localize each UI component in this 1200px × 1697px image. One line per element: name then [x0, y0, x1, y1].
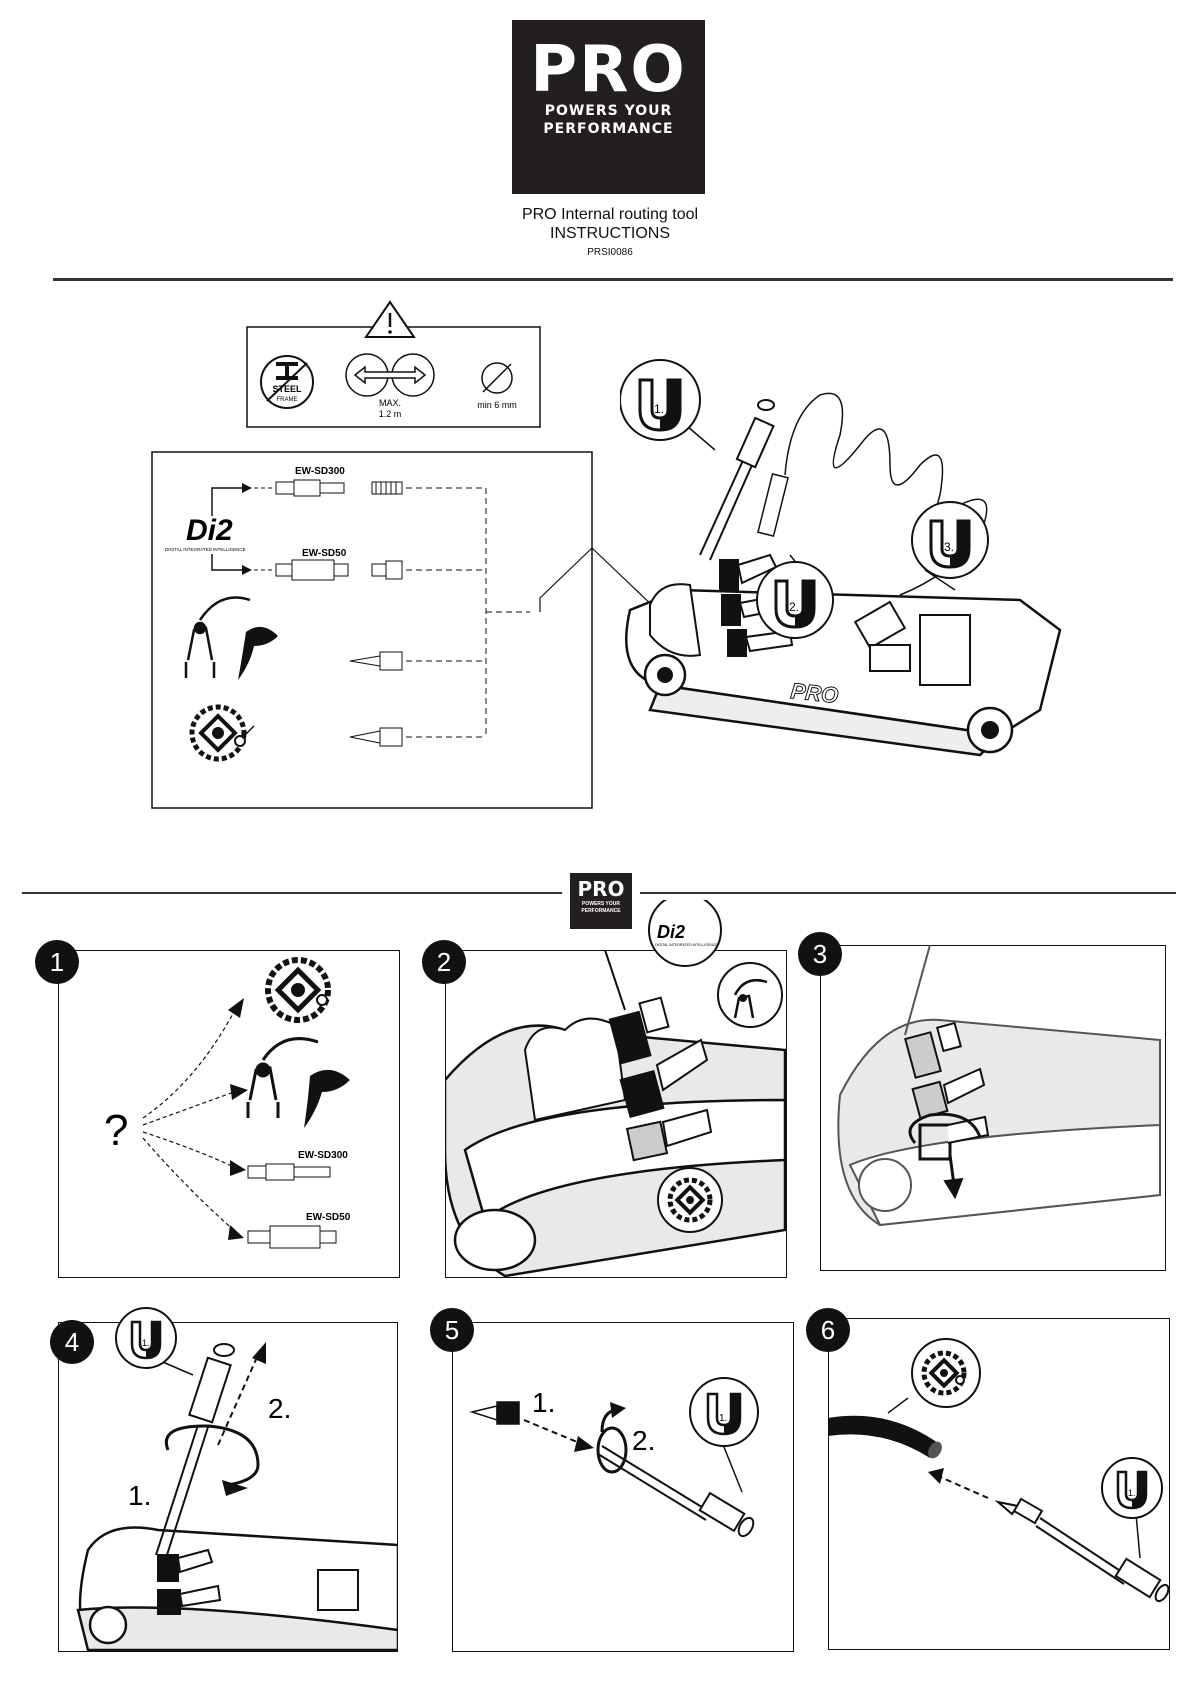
- step-1-rotor-icon: [265, 957, 331, 1023]
- warning-triangle-icon: [364, 300, 416, 338]
- step-6-rotor-callout: [887, 1338, 981, 1414]
- step-5-panel: [452, 1322, 794, 1652]
- svg-text:Di2: Di2: [186, 514, 233, 547]
- magnet-callout-1: 1.: [620, 359, 716, 451]
- question-mark: ?: [104, 1106, 128, 1155]
- step-3-illustration: [837, 945, 1161, 1227]
- magnet-label-1: 1.: [654, 402, 664, 416]
- step-6-rod: [994, 1497, 1170, 1603]
- step-1-sd50-label: EW-SD50: [306, 1212, 351, 1223]
- step-5-arrow-2: 2.: [632, 1425, 655, 1456]
- step-4-arrow-1: 1.: [128, 1480, 151, 1511]
- step-4-illustration: 1. 2. 1.: [76, 1307, 398, 1652]
- step-4-rod: [155, 1343, 235, 1559]
- magnet-callout-3: 3.: [911, 501, 989, 591]
- step-5-arrow-1: 1.: [532, 1387, 555, 1418]
- step-1-badge: 1: [35, 940, 79, 984]
- magnet-label-2: 2.: [789, 600, 799, 614]
- tip-brake-cable: [349, 651, 403, 671]
- step-1-panel: [58, 950, 400, 1278]
- sd50-label: EW-SD50: [302, 548, 347, 559]
- di2-logo: Di2 DIGITAL INTEGRATED INTELLIGENCE: [165, 514, 246, 552]
- step-1-brake-icon: [246, 1037, 319, 1118]
- step-2-di2-callout: Di2 DIGITAL INTEGRATED INTELLIGENCE: [648, 900, 722, 967]
- step-4-magnet-callout: 1.: [115, 1307, 194, 1376]
- sd50-connector: [275, 559, 349, 581]
- tip-connector-1: [371, 481, 403, 495]
- pro-logo: PRO POWERS YOUR PERFORMANCE: [512, 20, 705, 194]
- min-diameter-label: min 6 mm: [477, 400, 517, 410]
- document-title-block: PRO Internal routing tool INSTRUCTIONS P…: [400, 205, 820, 262]
- magnet-label-3: 3.: [944, 540, 954, 554]
- svg-text:Di2: Di2: [657, 922, 685, 942]
- document-subtitle: INSTRUCTIONS: [550, 225, 670, 242]
- step-5-illustration: 1. 2. 1.: [469, 1377, 759, 1538]
- no-steel-frame-icon: STEEL FRAME: [260, 355, 314, 409]
- step-6-illustration: 1.: [828, 1338, 1170, 1603]
- step-6-hose: [828, 1415, 938, 1458]
- step-5-rod: [597, 1445, 755, 1538]
- step-1-illustration: ? EW-SD300 EW-SD50: [104, 957, 351, 1249]
- step-6-badge: 6: [806, 1308, 850, 1352]
- max-length-icon: MAX. 1.2 m: [345, 353, 435, 419]
- step-6-magnet-callout: 1.: [1101, 1457, 1163, 1559]
- min-diameter-icon: min 6 mm: [477, 362, 517, 410]
- magnet-callout-2: 2.: [756, 554, 834, 639]
- step-1-lever-icon: [304, 1069, 350, 1128]
- tip-connector-2: [371, 560, 403, 580]
- small-pro-logo: PRO POWERS YOUR PERFORMANCE: [570, 873, 632, 929]
- brake-rotor-icon: [189, 704, 255, 762]
- step-4-badge: 4: [50, 1320, 94, 1364]
- step-2-illustration: Di2 DIGITAL INTEGRATED INTELLIGENCE: [445, 900, 787, 1278]
- document-title: PRO Internal routing tool: [521, 206, 699, 223]
- svg-text:1.: 1.: [719, 1413, 727, 1424]
- svg-text:DIGITAL INTEGRATED INTELLIGENC: DIGITAL INTEGRATED INTELLIGENCE: [655, 943, 718, 947]
- step-5-magnet-callout: 1.: [689, 1377, 759, 1493]
- svg-text:1.: 1.: [1128, 1488, 1136, 1498]
- step-2-brake-callout: [717, 962, 783, 1028]
- sd300-connector: [275, 479, 345, 497]
- step-2-badge: 2: [422, 940, 466, 984]
- max-label: MAX.: [379, 398, 401, 408]
- compatibility-panel: Di2 DIGITAL INTEGRATED INTELLIGENCE EW-S…: [151, 451, 679, 809]
- tool-overview-illustration: PRO 1. 2.: [620, 359, 1062, 757]
- warning-panel: STEEL FRAME MAX. 1.2 m min 6 mm: [246, 300, 541, 428]
- step-5-tip: [469, 1401, 520, 1425]
- step-3-badge: 3: [798, 932, 842, 976]
- sd300-label: EW-SD300: [295, 466, 345, 477]
- step-5-badge: 5: [430, 1308, 474, 1352]
- svg-text:DIGITAL INTEGRATED INTELLIGENC: DIGITAL INTEGRATED INTELLIGENCE: [165, 547, 246, 552]
- max-length-value: 1.2 m: [379, 409, 402, 419]
- tip-hose: [349, 727, 403, 747]
- document-code: PRSI0086: [587, 247, 633, 258]
- section-divider-left: [22, 892, 562, 894]
- rim-brake-icon: [184, 596, 251, 678]
- tool-brand-text: PRO: [789, 678, 839, 708]
- section-divider-right: [640, 892, 1176, 894]
- step-1-sd300-label: EW-SD300: [298, 1150, 348, 1161]
- steel-label: STEEL: [272, 384, 302, 394]
- header-divider: [53, 278, 1173, 281]
- pro-logo-text: PRO: [530, 33, 687, 107]
- step-2-rotor-callout: [657, 1167, 723, 1233]
- frame-label: FRAME: [277, 397, 298, 403]
- pro-tagline-2: PERFORMANCE: [543, 121, 674, 137]
- brake-lever-icon: [238, 626, 278, 680]
- step-4-arrow-2: 2.: [268, 1393, 291, 1424]
- svg-text:1.: 1.: [142, 1338, 150, 1348]
- pro-tagline-1: POWERS YOUR: [544, 103, 673, 119]
